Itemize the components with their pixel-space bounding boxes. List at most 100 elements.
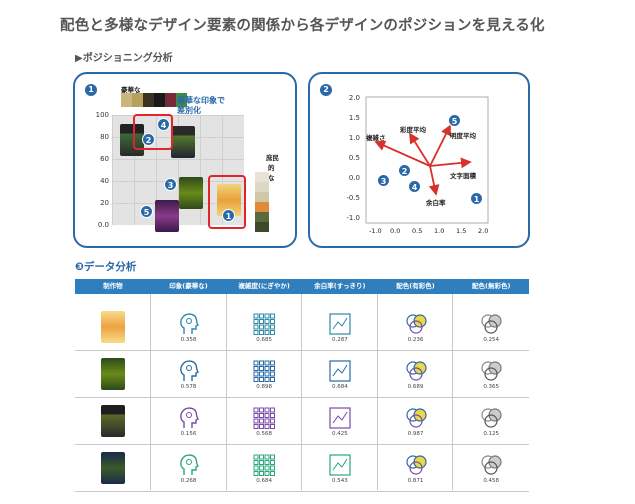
chromatic-color-icon: [405, 313, 427, 334]
metric-cell: 0.365: [453, 351, 529, 397]
product-cell: [75, 398, 151, 444]
highlight-box: [208, 175, 246, 229]
y-tick: 1.5: [348, 114, 360, 122]
product-cell: [75, 351, 151, 397]
metric-value: 0.543: [331, 477, 348, 484]
metric-value: 0.425: [331, 430, 348, 437]
column-header: 印象(豪華な): [169, 282, 208, 290]
product-package: [155, 200, 179, 232]
section-subtitle: ▶ポジショニング分析: [75, 53, 173, 64]
side-axis-label: な: [268, 174, 275, 182]
marker-5: 5: [140, 205, 153, 218]
highlight-box: [133, 114, 173, 150]
head-impression-icon: [179, 312, 199, 334]
metric-cell: 0.578: [151, 351, 227, 397]
vector-label: 複雑さ: [366, 134, 386, 142]
positioning-panel-1: 1 豪華な 100 80 60 40 20 0.0 4 2 3 5 1 豪華な印…: [73, 72, 297, 248]
metric-value: 0.365: [483, 383, 500, 390]
x-tick: -1.0: [369, 227, 382, 235]
biplot: [365, 96, 489, 224]
side-axis-label: 庶民: [266, 154, 279, 162]
product-cell: [75, 445, 151, 491]
whitespace-icon: [329, 453, 351, 476]
grid-complexity-icon: [253, 313, 276, 335]
metric-value: 0.684: [256, 477, 273, 484]
vector-label: 明度平均: [450, 132, 476, 140]
metric-cell: 0.684: [302, 351, 378, 397]
marker-1: 1: [470, 192, 483, 205]
x-tick: 0.0: [390, 227, 401, 235]
callout-text: 豪華な印象で 差別化: [177, 96, 225, 115]
marker-5: 5: [448, 114, 461, 127]
y-tick: 20: [100, 199, 109, 207]
column-header: 配色(有彩色): [396, 282, 435, 290]
metric-cell: 0.425: [302, 398, 378, 444]
metric-value: 0.987: [407, 430, 424, 437]
metric-cell: 0.287: [302, 304, 378, 350]
metric-cell: 0.689: [378, 351, 454, 397]
data-analysis-heading: ❸データ分析: [75, 261, 137, 273]
metric-value: 0.268: [180, 477, 197, 484]
marker-4: 4: [408, 180, 421, 193]
grid-complexity-icon: [253, 407, 276, 429]
product-package: [100, 358, 125, 390]
product-package: [100, 405, 125, 437]
marker-4: 4: [157, 118, 170, 131]
y-tick: 2.0: [348, 94, 360, 102]
vector-label: 彩度平均: [400, 126, 426, 134]
metric-cell: 0.685: [226, 304, 302, 350]
y-tick: 40: [100, 177, 109, 185]
product-package: [120, 124, 144, 156]
column-header: 配色(無彩色): [471, 282, 511, 290]
achromatic-color-icon: [481, 454, 502, 475]
marker-1: 1: [222, 209, 235, 222]
metric-cell: 0.684: [226, 445, 302, 491]
vector-label: 余白率: [426, 199, 446, 207]
positioning-panel-2: 2 2.0 1.5 1.0 0.5 0.0 -0.5 -1.0 -1.0 0.0…: [308, 72, 530, 248]
vector-label: 文字面積: [450, 172, 476, 180]
metric-value: 0.358: [180, 336, 197, 343]
metric-cell: 0.236: [378, 304, 454, 350]
table-header: 制作物 印象(豪華な) 複雑度(にぎやか) 余白率(すっきり) 配色(有彩色) …: [75, 279, 529, 294]
y-tick: 1.0: [348, 134, 360, 142]
whitespace-icon: [329, 406, 351, 429]
y-tick: 0.0: [97, 221, 109, 229]
table-row: 0.578 0.898 0.684 0.689 0.365: [75, 351, 529, 398]
metric-value: 0.578: [180, 383, 197, 390]
x-tick: 2.0: [478, 227, 489, 235]
head-impression-icon: [179, 406, 199, 428]
marker-2: 2: [142, 133, 155, 146]
metric-cell: 0.254: [453, 304, 529, 350]
panel-number: 1: [85, 84, 97, 96]
metric-value: 0.684: [331, 383, 348, 390]
marker-2: 2: [398, 164, 411, 177]
metric-cell: 0.125: [453, 398, 529, 444]
grid-complexity-icon: [253, 360, 276, 382]
top-axis-label: 豪華な: [121, 86, 141, 94]
metric-cell: 0.987: [378, 398, 454, 444]
column-header: 複雑度(にぎやか): [238, 282, 290, 290]
whitespace-icon: [329, 312, 351, 335]
metric-value: 0.458: [483, 477, 500, 484]
grid-complexity-icon: [253, 454, 276, 476]
y-tick: -1.0: [346, 214, 360, 222]
column-header: 制作物: [103, 282, 123, 290]
head-impression-icon: [179, 453, 199, 475]
metric-value: 0.236: [407, 336, 424, 343]
metric-value: 0.689: [407, 383, 424, 390]
achromatic-color-icon: [481, 407, 502, 428]
metric-cell: 0.898: [226, 351, 302, 397]
metric-cell: 0.156: [151, 398, 227, 444]
metric-value: 0.125: [483, 430, 500, 437]
metric-cell: 0.543: [302, 445, 378, 491]
x-tick: 0.5: [412, 227, 423, 235]
y-tick: -0.5: [346, 194, 360, 202]
product-package: [100, 311, 125, 343]
product-package: [171, 126, 195, 158]
metric-cell: 0.458: [453, 445, 529, 491]
chromatic-color-icon: [405, 360, 427, 381]
metric-value: 0.254: [483, 336, 500, 343]
product-cell: [75, 304, 151, 350]
